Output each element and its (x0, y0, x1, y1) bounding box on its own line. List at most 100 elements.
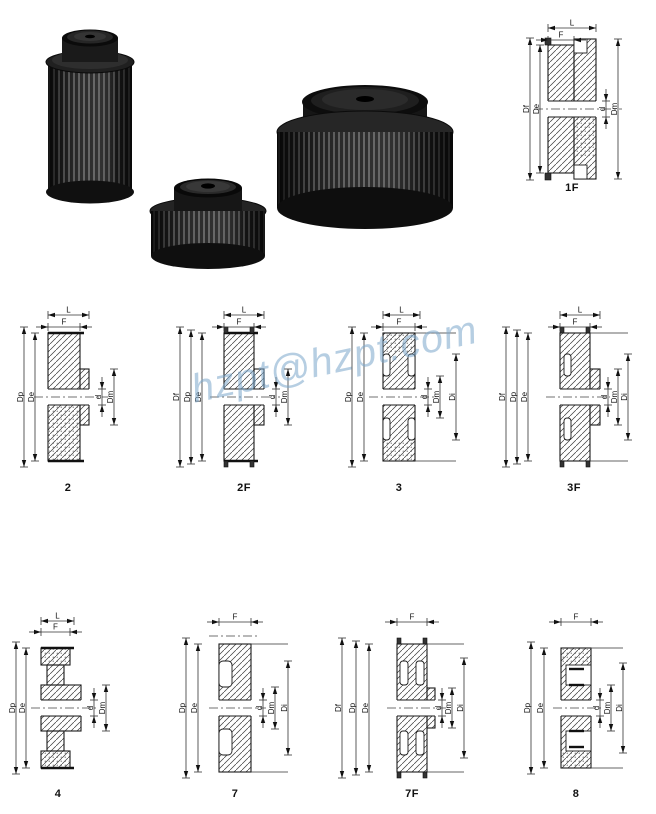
dim-label: Dm (610, 390, 619, 403)
dim-label: L (66, 306, 71, 315)
dim-label: L (55, 612, 60, 621)
dim-label: d (600, 395, 609, 399)
dim-label: Dp (344, 391, 353, 402)
figure-caption: 7 (231, 788, 239, 800)
dim-label: Di (448, 393, 457, 401)
dim-label: L (570, 19, 575, 28)
dim-label: d (268, 395, 277, 399)
pulley-tall (45, 29, 135, 204)
dim-label: Dp (183, 391, 192, 402)
dim-label: Df (498, 392, 507, 401)
dim-label: d (434, 706, 443, 710)
dim-label: Df (334, 703, 343, 712)
dim-label: Di (615, 704, 624, 712)
dim-label: F (559, 31, 564, 40)
dim-label: De (356, 391, 365, 402)
dim-label: d (94, 395, 103, 399)
dim-label: De (18, 702, 27, 713)
dim-label: F (237, 318, 242, 327)
dim-label: d (255, 706, 264, 710)
dim-label: F (410, 613, 415, 622)
dim-label: d (420, 395, 429, 399)
dim-label: Dp (523, 702, 532, 713)
dim-label: L (399, 306, 404, 315)
dim-label: De (361, 702, 370, 713)
dim-label: Dm (106, 390, 115, 403)
dim-label: De (536, 702, 545, 713)
figure-caption: 2F (237, 482, 251, 494)
dim-label: Dm (610, 102, 619, 115)
dim-label: Dp (509, 391, 518, 402)
dim-label: F (574, 613, 579, 622)
dim-label: Dm (444, 701, 453, 714)
dim-label: Df (172, 392, 181, 401)
dim-label: d (592, 706, 601, 710)
dim-label: F (397, 318, 402, 327)
dim-label: d (86, 706, 95, 710)
dim-label: Dp (8, 702, 17, 713)
product-photo (8, 4, 456, 288)
dim-label: Di (456, 704, 465, 712)
dim-label: De (194, 391, 203, 402)
figure-caption: 3F (567, 482, 581, 494)
figure-caption: 1F (565, 182, 579, 194)
dim-label: Dp (348, 702, 357, 713)
dim-label: L (242, 306, 247, 315)
dim-label: Di (280, 704, 289, 712)
dim-label: F (233, 613, 238, 622)
dim-label: F (62, 318, 67, 327)
dim-label: De (190, 702, 199, 713)
pulley-small (149, 178, 267, 269)
figure-caption: 8 (572, 788, 580, 800)
dim-label: F (573, 318, 578, 327)
dim-label: F (53, 623, 58, 632)
dim-label: Dp (16, 391, 25, 402)
dim-label: Di (620, 393, 629, 401)
dim-label: d (598, 107, 607, 111)
dim-label: Df (522, 104, 531, 113)
dim-label: De (532, 103, 541, 114)
dim-label: De (27, 391, 36, 402)
dim-label: Dm (267, 701, 276, 714)
figure-caption: 7F (405, 788, 419, 800)
dim-label: De (520, 391, 529, 402)
pulley-large (276, 85, 454, 229)
figure-caption: 4 (54, 788, 62, 800)
dim-label: L (578, 306, 583, 315)
dim-label: Dm (603, 701, 612, 714)
pulleys-photo-image (45, 29, 454, 269)
dim-label: Dm (98, 701, 107, 714)
dim-label: Dm (432, 390, 441, 403)
dim-label: Dm (280, 390, 289, 403)
figure-caption: 3 (395, 482, 403, 494)
dim-label: Dp (178, 702, 187, 713)
